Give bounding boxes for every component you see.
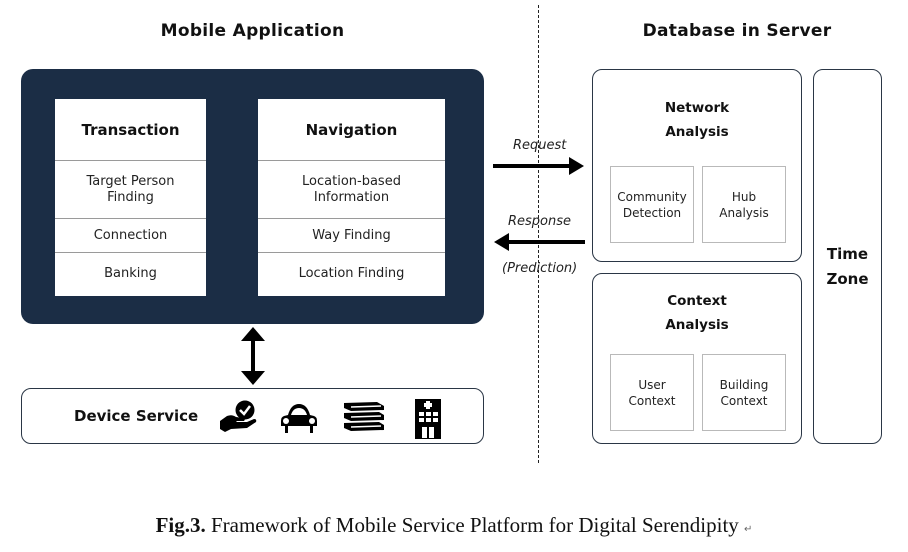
client-server-divider bbox=[538, 5, 539, 463]
transaction-card: Transaction Target Person Finding Connec… bbox=[55, 99, 206, 296]
hospital-icon bbox=[415, 399, 441, 439]
transaction-item: Target Person Finding bbox=[55, 161, 206, 219]
navigation-item: Location-based Information bbox=[258, 161, 445, 219]
network-analysis-title-line1: Network bbox=[664, 100, 730, 116]
network-analysis-title-line2: Analysis bbox=[665, 124, 729, 140]
database-server-title: Database in Server bbox=[642, 21, 832, 41]
time-zone-label-line1: Time bbox=[826, 245, 869, 263]
context-analysis-title-line1: Context bbox=[667, 293, 727, 309]
paragraph-mark: ↵ bbox=[744, 524, 753, 535]
prediction-label: (Prediction) bbox=[502, 261, 578, 276]
navigation-card: Navigation Location-based Information Wa… bbox=[258, 99, 445, 296]
hub-analysis-box: Hub Analysis bbox=[702, 166, 786, 243]
context-analysis-title-line2: Analysis bbox=[665, 317, 729, 333]
figure-label: Fig.3. bbox=[155, 513, 206, 537]
transaction-item: Banking bbox=[104, 266, 157, 281]
navigation-header: Navigation bbox=[258, 99, 445, 161]
mobile-application-title: Mobile Application bbox=[160, 21, 345, 41]
transaction-header: Transaction bbox=[55, 99, 206, 161]
figure-caption-text: Framework of Mobile Service Platform for… bbox=[205, 513, 739, 537]
request-arrow bbox=[493, 157, 584, 175]
building-context-box: Building Context bbox=[702, 354, 786, 431]
books-icon bbox=[344, 402, 384, 431]
device-service-bar: Device Service bbox=[21, 388, 484, 444]
device-service-label: Device Service bbox=[74, 407, 199, 425]
context-analysis-box: Context Analysis User Context Building C… bbox=[592, 273, 802, 444]
time-zone-label-line2: Zone bbox=[826, 270, 869, 288]
navigation-item: Way Finding bbox=[258, 219, 445, 253]
mobile-application-panel: Transaction Target Person Finding Connec… bbox=[21, 69, 484, 324]
response-label: Response bbox=[508, 214, 572, 229]
request-label: Request bbox=[513, 138, 567, 153]
network-analysis-box: Network Analysis Community Detection Hub… bbox=[592, 69, 802, 262]
bidirectional-arrow bbox=[241, 327, 265, 385]
community-detection-box: Community Detection bbox=[610, 166, 694, 243]
user-context-box: User Context bbox=[610, 354, 694, 431]
time-zone-box: Time Zone bbox=[813, 69, 882, 444]
figure-caption: Fig.3. Framework of Mobile Service Platf… bbox=[0, 513, 908, 538]
navigation-item: Location Finding bbox=[298, 266, 405, 281]
car-icon bbox=[281, 404, 317, 433]
hand-check-icon bbox=[220, 400, 257, 432]
transaction-item: Connection bbox=[55, 219, 206, 253]
response-arrow bbox=[494, 233, 585, 251]
